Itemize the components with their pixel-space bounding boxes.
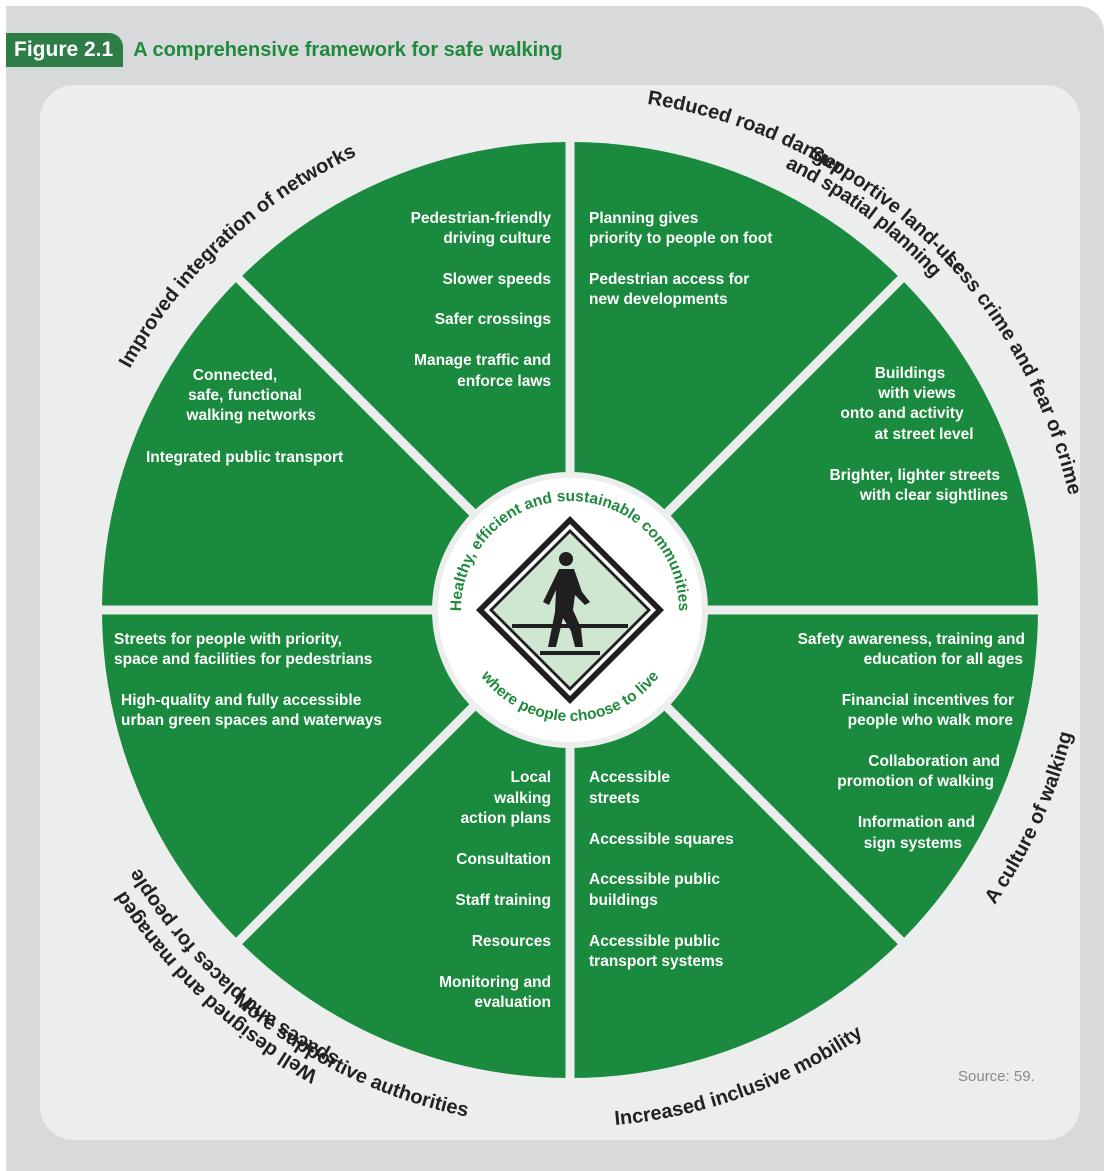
segment-less-crime [570,279,1039,610]
segment-well-designed-spaces [101,610,570,941]
mobility-item-line-1: Accessible [589,769,670,786]
spaces-item-line-2: space and facilities for pedestrians [114,651,372,668]
authorities-item-line-1: Local [511,769,551,786]
road-item-line-4: Safer crossings [435,311,551,328]
authorities-item-line-5: Staff training [455,892,551,909]
mobility-item-line-3: Accessible squares [589,831,734,848]
crime-item-line-1: Buildings [875,365,946,382]
crime-item-line-5: Brighter, lighter streets [829,467,1000,484]
mobility-item-line-7: transport systems [589,953,723,970]
segment-supportive-authorities [239,610,570,1078]
culture-item-line-5: Collaboration and [868,753,1000,770]
spaces-item-line-3: High-quality and fully accessible [121,692,362,709]
authorities-item-line-3: action plans [461,810,551,827]
figure-title: A comprehensive framework for safe walki… [133,38,563,61]
authorities-item-line-4: Consultation [456,851,551,868]
segment-items: Pedestrian-friendly driving culture Slow… [114,210,1025,1011]
road-item-line-1: Pedestrian-friendly [411,210,552,227]
land-item-line-4: new developments [589,291,728,308]
networks-item-line-1: Connected, [193,367,277,384]
figure-number-badge: Figure 2.1 [6,33,124,67]
segment-network-integration [101,279,571,610]
segment-culture-of-walking [570,610,1039,941]
spaces-item-line-4: urban green spaces and waterways [121,712,382,729]
crime-item-line-3: onto and activity [840,405,964,422]
road-item-line-2: driving culture [443,230,551,247]
segment-inclusive-mobility [570,610,901,1078]
mobility-item-line-4: Accessible public [589,871,720,888]
culture-item-line-3: Financial incentives for [842,692,1014,709]
mobility-item-line-6: Accessible public [589,933,720,950]
networks-item-line-3: walking networks [185,407,315,424]
segment-reduced-road-danger [239,141,570,610]
land-item-line-2: priority to people on foot [589,230,772,247]
culture-item-line-1: Safety awareness, training and [798,631,1025,648]
segments-group [101,141,1039,1078]
culture-item-line-4: people who walk more [848,712,1014,729]
crime-item-line-2: with views [877,385,956,402]
authorities-item-line-6: Resources [472,933,551,950]
networks-item-line-2: safe, functional [188,387,302,404]
figure-title-bar: Figure 2.1 A comprehensive framework for… [6,33,563,67]
land-item-line-3: Pedestrian access for [589,271,749,288]
culture-item-line-7: Information and [858,814,975,831]
land-item-line-1: Planning gives [589,210,698,227]
authorities-item-line-2: walking [493,790,551,807]
culture-item-line-6: promotion of walking [837,773,994,790]
road-item-line-6: enforce laws [457,373,551,390]
networks-item-line-4: Integrated public transport [146,449,343,466]
spaces-item-line-1: Streets for people with priority, [114,631,342,648]
mobility-item-line-5: buildings [589,892,658,909]
crime-item-line-6: with clear sightlines [859,487,1008,504]
authorities-item-line-7: Monitoring and [439,974,551,991]
source-note: Source: 59. [958,1068,1035,1085]
mobility-item-line-2: streets [589,790,640,807]
road-item-line-3: Slower speeds [442,271,551,288]
crime-item-line-4: at street level [874,426,973,443]
culture-item-line-8: sign systems [864,835,962,852]
authorities-item-line-8: evaluation [474,994,551,1011]
pedestrian-crossing-sign-icon [476,516,664,704]
segment-supportive-land-use [570,141,901,610]
culture-item-line-2: education for all ages [864,651,1023,668]
road-item-line-5: Manage traffic and [414,352,551,369]
